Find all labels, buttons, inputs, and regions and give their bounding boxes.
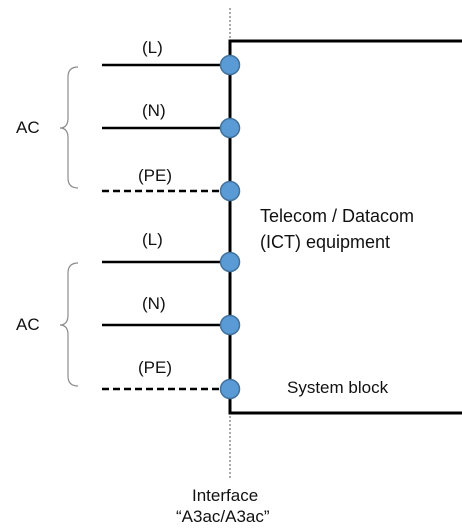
- equipment-title-line2: (ICT) equipment: [260, 232, 391, 252]
- equipment-title-line1: Telecom / Datacom: [260, 206, 415, 226]
- system-block-outline: [228, 39, 462, 415]
- ac-bracket-2: [59, 262, 79, 387]
- ac-group-label-2: AC: [16, 315, 40, 334]
- interface-name: “A3ac/A3ac”: [176, 507, 270, 526]
- system-block-label: System block: [287, 378, 389, 397]
- conductor-label-l-2: (L): [142, 230, 163, 249]
- connection-node-l-2: [219, 251, 241, 273]
- connection-node-pe-2: [219, 378, 241, 400]
- conductor-label-n-2: (N): [142, 294, 166, 313]
- ac-group-label-1: AC: [16, 118, 40, 137]
- connection-node-pe-1: [219, 180, 241, 202]
- conductor-label-pe-2: (PE): [138, 358, 172, 377]
- connection-node-l-1: [219, 54, 241, 76]
- conductor-label-pe-1: (PE): [138, 166, 172, 185]
- connection-node-n-1: [219, 117, 241, 139]
- ac-bracket-1: [59, 66, 79, 189]
- interface-label: Interface: [192, 486, 259, 505]
- conductor-label-l-1: (L): [142, 38, 163, 57]
- connection-node-n-2: [219, 314, 241, 336]
- conductor-label-n-1: (N): [142, 101, 166, 120]
